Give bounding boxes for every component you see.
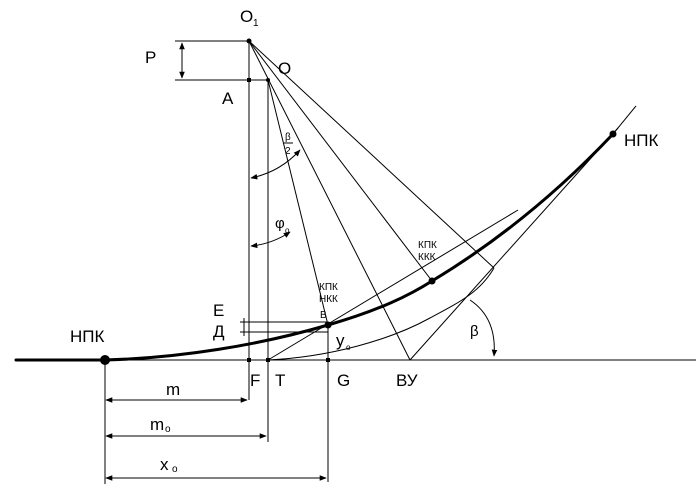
point-npk-right <box>609 130 617 138</box>
label-e: Е <box>213 301 224 320</box>
label-p: P <box>145 48 156 67</box>
radius-o-b <box>267 79 329 326</box>
phi-arc <box>250 231 291 249</box>
label-b: В <box>320 310 327 321</box>
radius-o1-vu <box>248 40 411 361</box>
radius-o1-kpk <box>248 40 433 282</box>
label-x0-sub: о <box>172 464 178 475</box>
label-o1: O <box>240 7 253 26</box>
label-o: O <box>278 59 291 78</box>
label-phi-sub: o <box>285 226 290 235</box>
label-vu: ВУ <box>396 371 418 390</box>
point-a <box>247 78 251 82</box>
point-kpk-kkk <box>428 277 436 285</box>
point-t <box>266 358 270 362</box>
label-kpk-kkk-2: ККК <box>418 252 436 263</box>
radius-o1-npk <box>248 40 495 269</box>
tangent-line-b <box>267 209 519 361</box>
label-x0: x <box>160 455 169 474</box>
beta-arc <box>469 299 498 357</box>
label-m0: m <box>150 415 164 434</box>
label-kpk-nkk-2: НКК <box>319 294 338 305</box>
label-o1-sub: 1 <box>253 18 259 29</box>
point-b <box>324 321 332 329</box>
label-npk-left: НПК <box>70 327 104 346</box>
circle-arc <box>267 267 495 361</box>
label-y: у <box>336 331 345 350</box>
point-f <box>247 358 251 362</box>
label-y-sub: о <box>346 343 351 352</box>
main-curve <box>14 132 615 362</box>
label-beta: β <box>470 323 479 340</box>
point-o <box>266 78 270 82</box>
label-g: G <box>337 371 350 390</box>
point-o1 <box>246 38 252 44</box>
vu-line <box>409 127 619 361</box>
label-m: m <box>166 380 180 399</box>
label-kpk-nkk-1: КПК <box>319 282 338 293</box>
beta-half-arc <box>250 149 301 180</box>
point-g <box>326 358 330 362</box>
label-phi: φ <box>275 215 285 232</box>
point-npk-left <box>100 355 110 365</box>
label-f: F <box>250 371 260 390</box>
label-t: T <box>275 371 285 390</box>
label-d: Д <box>213 322 225 341</box>
label-m0-sub: о <box>165 424 171 435</box>
label-a: A <box>222 89 234 108</box>
label-beta-half-num: β <box>285 132 291 143</box>
label-npk-right: НПК <box>624 131 658 150</box>
label-kpk-kkk-1: КПК <box>418 240 437 251</box>
label-beta-half-den: 2 <box>285 146 291 157</box>
